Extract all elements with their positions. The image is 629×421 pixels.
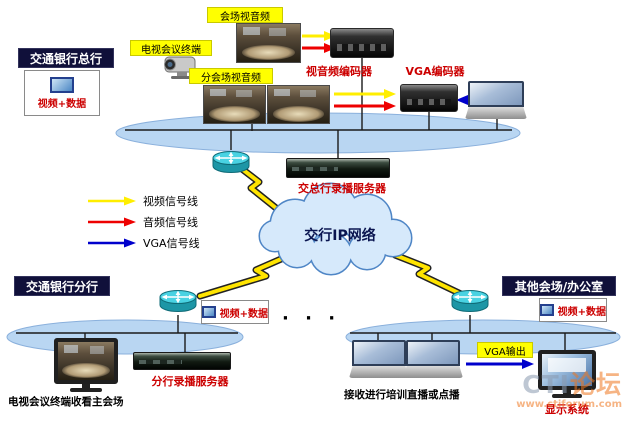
receiver-laptop-1 [349,340,409,378]
receive-caption: 接收进行培训直播或点播 [344,389,460,401]
conference-photo-1 [203,85,266,124]
others-title: 其他会场/办公室 [502,276,616,296]
branch-venue-av-label: 分会场视音频 [189,68,273,84]
lightning-bolt-top [238,165,280,212]
tv-screen [58,342,114,380]
signal-arrows [302,31,534,369]
laptop-screen [406,340,460,366]
monitor-icon [50,76,74,93]
tv-base [552,394,582,398]
display-system-monitor [538,350,596,400]
venue-av-label: 会场视音频 [207,7,283,23]
ip-network-cloud [258,182,413,276]
legend-audio-label: 音频信号线 [143,216,198,229]
legend-row-vga: VGA信号线 [86,235,200,251]
laptop-base [403,366,463,378]
branch-tv-terminal-display [54,338,118,394]
branch-recording-server [133,352,231,370]
vga-output-label: VGA输出 [477,342,533,358]
tv-neck [82,384,90,388]
legend-vga-label: VGA信号线 [143,237,200,250]
tv-screen [542,354,592,386]
headoffice-server-label: 交总行录播服务器 [298,182,386,195]
receiver-laptop-2 [403,340,463,378]
camera-icon [157,54,203,82]
head-office-title: 交通银行总行 [18,48,114,68]
separator-dots: · · · [282,308,341,329]
vga-line-icon [88,238,136,248]
video-line-icon [88,196,136,206]
audio-line-icon [88,217,136,227]
lightning-bolt-branch [196,252,292,300]
conference-photo-2 [267,85,330,124]
laptop-base [465,107,527,119]
tv-neck [563,390,571,394]
monitor-icon [202,306,216,318]
video-data-label: 视频+数据 [557,306,606,318]
tv-base [70,388,102,392]
laptop-screen [468,81,524,107]
branch-video-data-box: 视频+数据 [201,300,269,324]
branch-terminal-caption: 电视会议终端收看主会场 [8,396,124,408]
monitor-icon [540,304,554,316]
av-encoder-label: 视音频编码器 [306,65,372,78]
branch-server-label: 分行录播服务器 [151,375,229,388]
lan-ellipse-branch [6,319,244,355]
legend-row-video: 视频信号线 [86,193,198,209]
video-data-label: 视频+数据 [219,308,268,320]
tv-terminal-label: 电视会议终端 [130,40,212,56]
laptop-headoffice [465,81,527,119]
laptop-base [349,366,409,378]
branch-title: 交通银行分行 [14,276,110,296]
display-system-label: 显示系统 [545,403,589,416]
headoffice-recording-server [286,158,390,178]
legend-video-label: 视频信号线 [143,195,198,208]
others-video-data-box: 视频+数据 [539,298,607,322]
laptop-screen [352,340,406,366]
head-office-video-data-box: 视频+数据 [24,70,100,116]
vga-encoder-device [400,84,458,112]
network-bus-lines [16,58,616,352]
legend-row-audio: 音频信号线 [86,214,198,230]
av-encoder-device [330,28,394,58]
lightning-bolt-others [391,251,465,298]
vga-encoder-label: VGA编码器 [405,65,465,78]
router-icon-others [451,289,489,313]
conference-photo-main [236,23,301,63]
video-data-label: 视频+数据 [37,98,87,110]
router-icon-headoffice [212,150,250,174]
router-icon-branch [159,289,197,313]
ip-network-label: 交行IP网络 [304,228,376,244]
